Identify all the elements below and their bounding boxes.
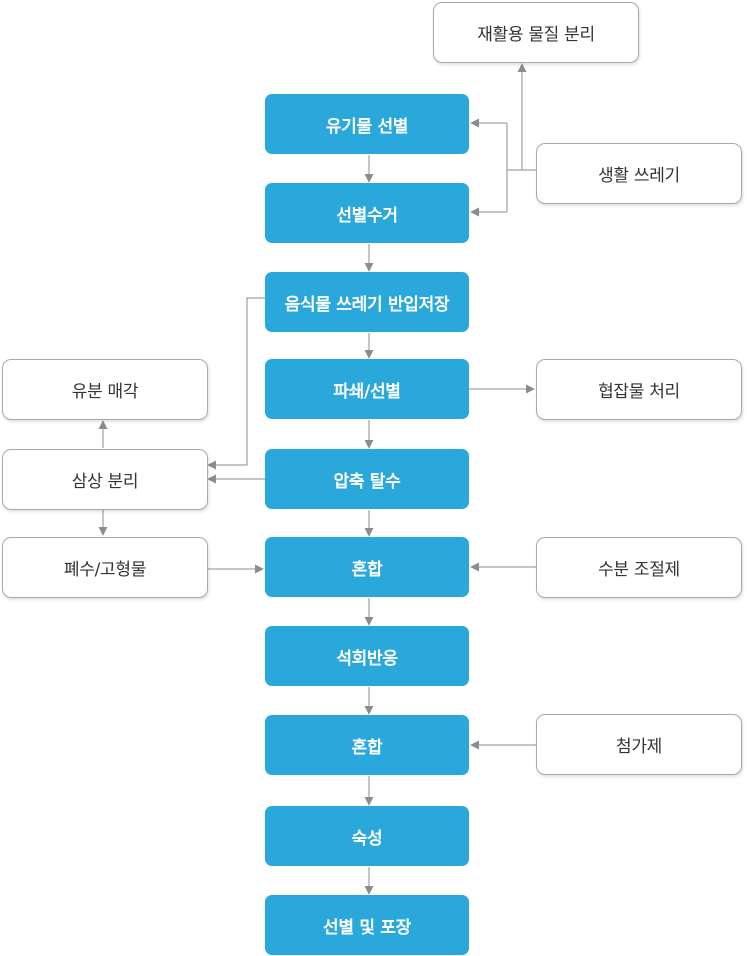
- step-crush-sort: 파쇄/선별: [265, 359, 469, 419]
- node-oil-landfill: 유분 매각: [2, 359, 208, 420]
- node-additive: 첨가제: [536, 714, 742, 775]
- step-food-waste-storage: 음식물 쓰레기 반입저장: [265, 272, 469, 332]
- step-compress-dewater: 압축 탈수: [265, 449, 469, 509]
- step-lime-reaction: 석회반응: [265, 626, 469, 686]
- node-foreign-matter: 협잡물 처리: [536, 359, 742, 420]
- arrow-storage-to-three-phase: [207, 297, 265, 470]
- node-moisture-agent: 수분 조절제: [536, 537, 742, 598]
- step-sorted-collection: 선별수거: [265, 183, 469, 243]
- step-aging: 숙성: [265, 806, 469, 866]
- node-three-phase: 삼상 분리: [2, 449, 208, 510]
- step-mixing-1: 혼합: [265, 537, 469, 597]
- node-recyclables: 재활용 물질 분리: [433, 2, 639, 63]
- node-waste-water-solids: 폐수/고형물: [2, 537, 208, 598]
- step-organic-sorting: 유기물 선별: [265, 94, 469, 154]
- step-sort-package: 선별 및 포장: [265, 895, 469, 955]
- node-household-waste: 생활 쓰레기: [536, 143, 742, 204]
- step-mixing-2: 혼합: [265, 715, 469, 775]
